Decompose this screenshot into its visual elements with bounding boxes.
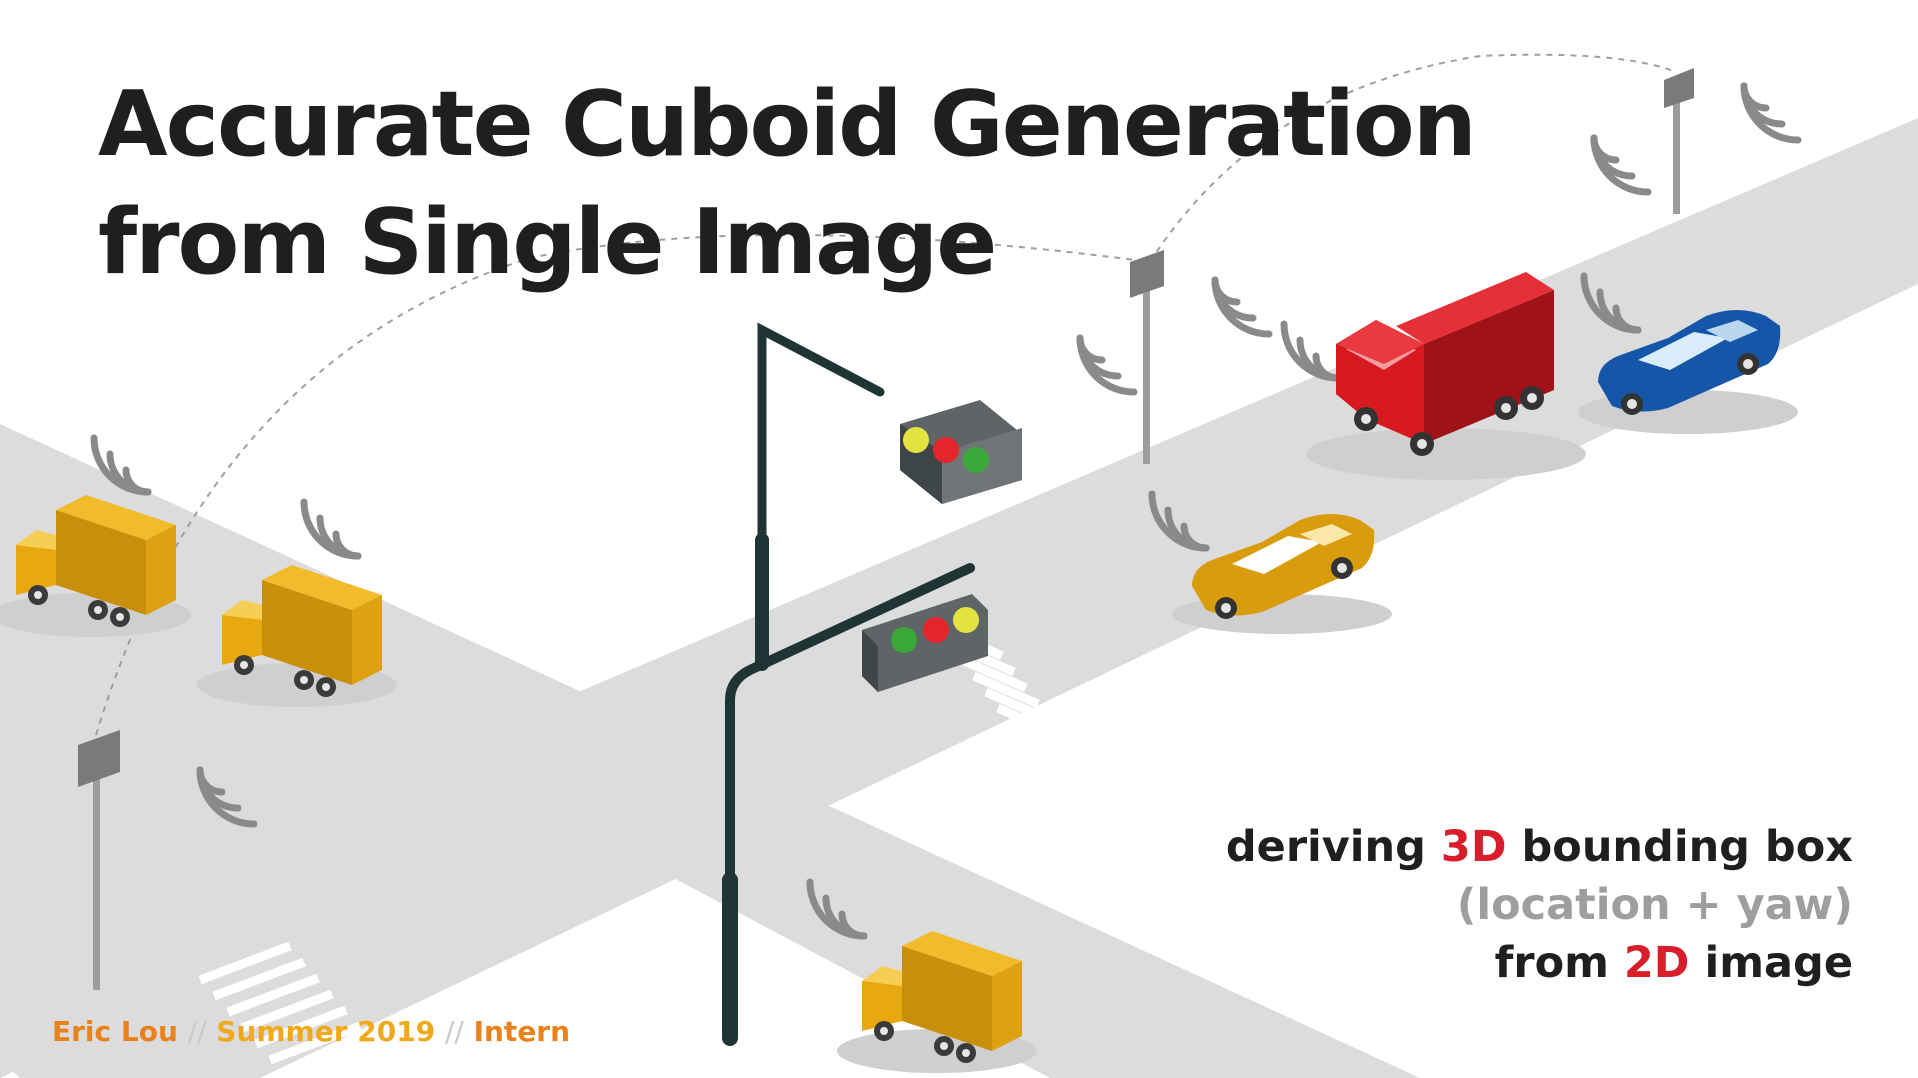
slide-footer: Eric Lou // Summer 2019 // Intern xyxy=(52,1014,570,1050)
sensor-pole-icon xyxy=(78,730,120,990)
slide-title-line-1: Accurate Cuboid Generation xyxy=(98,72,1477,177)
footer-separator: // xyxy=(187,1015,207,1048)
wifi-signal-icon xyxy=(1080,338,1134,392)
crosswalk-left xyxy=(198,941,362,1065)
footer-role: Intern xyxy=(473,1015,571,1048)
tagline-accent-3d: 3D xyxy=(1440,822,1507,872)
tagline-text: image xyxy=(1689,938,1853,988)
footer-separator: // xyxy=(444,1015,464,1048)
tagline-text: from xyxy=(1494,938,1624,988)
tagline-text: bounding box xyxy=(1506,822,1854,872)
wifi-signal-icon xyxy=(1594,138,1648,192)
wifi-signal-icon xyxy=(1744,86,1798,140)
wifi-signal-icon xyxy=(1284,324,1338,378)
slide-tagline: deriving 3D bounding box (location + yaw… xyxy=(1226,818,1853,992)
traffic-light-icon xyxy=(862,594,988,692)
footer-season: Summer 2019 xyxy=(216,1015,436,1048)
traffic-signal-pole xyxy=(722,322,975,1046)
sensor-pole-icon xyxy=(1664,68,1694,214)
tagline-line-2: (location + yaw) xyxy=(1456,880,1853,930)
car-icon xyxy=(1578,310,1798,434)
slide-title: Accurate Cuboid Generation from Single I… xyxy=(98,66,1477,302)
footer-author: Eric Lou xyxy=(52,1015,178,1048)
slide-title-line-2: from Single Image xyxy=(98,190,997,295)
road-patch xyxy=(0,520,560,1078)
truck-icon xyxy=(1306,272,1586,480)
tagline-line-1: deriving 3D bounding box xyxy=(1226,818,1853,876)
car-icon xyxy=(1172,514,1392,634)
network-link-arc xyxy=(95,53,1677,736)
sensor-pole-icon xyxy=(1130,250,1164,464)
tagline-line-3: from 2D image xyxy=(1226,934,1853,992)
tagline-text: deriving xyxy=(1225,822,1441,872)
tagline-accent-2d: 2D xyxy=(1623,938,1690,988)
traffic-light-icon xyxy=(900,400,1022,504)
